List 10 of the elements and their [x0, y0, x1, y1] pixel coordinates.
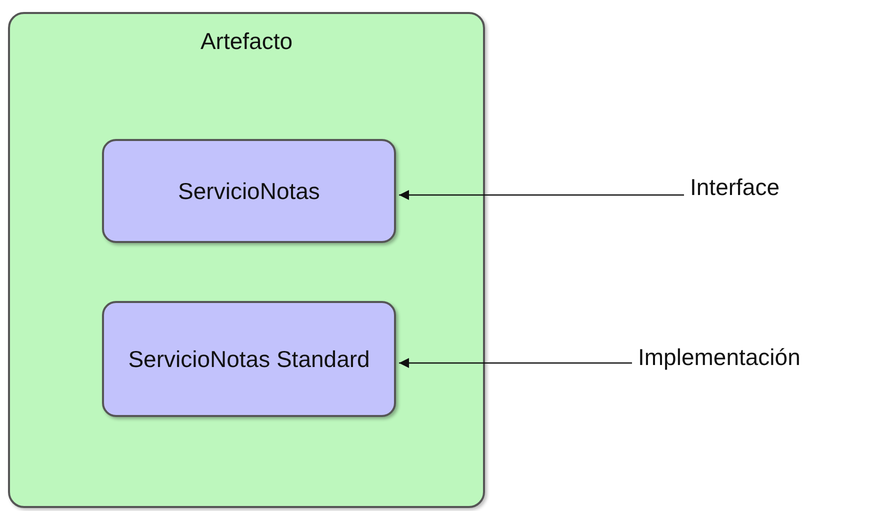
component-box — [102, 139, 396, 243]
artifact-box — [8, 12, 485, 508]
callout-label: Interface — [690, 172, 780, 202]
component-label: ServicioNotas — [178, 176, 320, 206]
arrow — [399, 358, 632, 368]
component-label: ServicioNotas Standard — [128, 344, 370, 374]
box-title: Artefacto — [199, 28, 294, 55]
component-box — [102, 301, 396, 417]
arrow — [399, 190, 684, 200]
callout-label: Implementación — [638, 342, 800, 372]
